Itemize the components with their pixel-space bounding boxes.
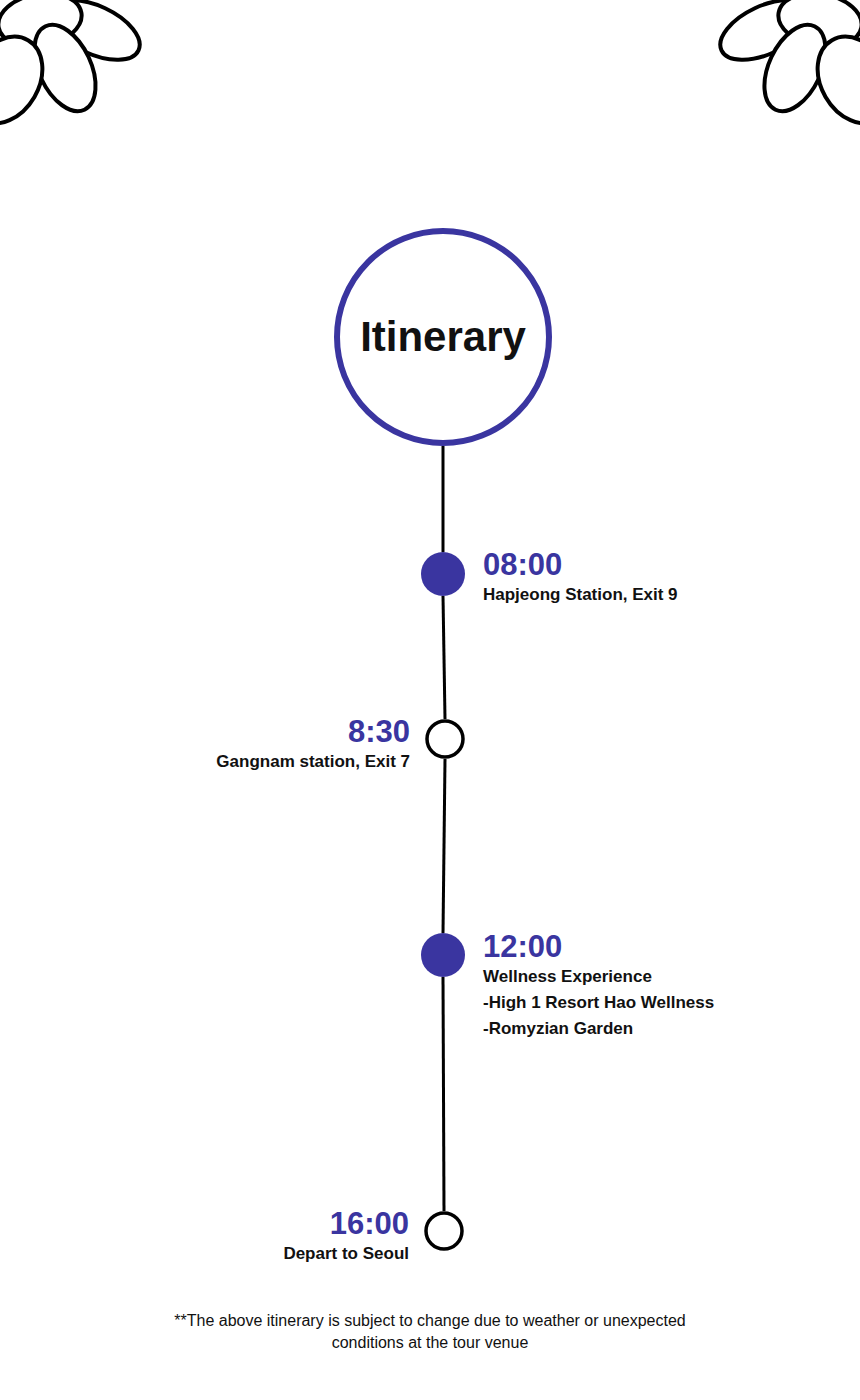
stop-description: Gangnam station, Exit 7 [216,749,410,775]
title-text: Itinerary [360,313,526,361]
time-label: 12:00 [483,930,714,964]
node-shape [424,1211,464,1251]
timeline-stop: 8:30Gangnam station, Exit 7 [425,719,465,759]
timeline-line [443,977,444,1211]
node-shape [421,552,465,596]
time-label: 8:30 [216,715,410,749]
stop-text: 08:00Hapjeong Station, Exit 9 [483,548,678,608]
timeline-line [443,596,445,719]
title-ring [337,231,549,443]
time-label: 16:00 [283,1207,409,1241]
stop-text: 8:30Gangnam station, Exit 7 [216,715,410,775]
stop-text: 12:00Wellness Experience-High 1 Resort H… [483,930,714,1042]
stop-description: -High 1 Resort Hao Wellness [483,990,714,1016]
node-shape [425,719,465,759]
open-dot [427,721,463,757]
filled-dot [421,552,465,596]
open-dot [426,1213,462,1249]
stop-description: Hapjeong Station, Exit 9 [483,582,678,608]
timeline-line [442,446,445,552]
timeline-stop: 16:00Depart to Seoul [424,1211,464,1251]
time-label: 08:00 [483,548,678,582]
timeline-stop: 08:00Hapjeong Station, Exit 9 [421,552,465,596]
stop-description: Depart to Seoul [283,1241,409,1267]
timeline-stop: 12:00Wellness Experience-High 1 Resort H… [421,933,465,977]
stop-description: Wellness Experience [483,964,714,990]
stop-description: -Romyzian Garden [483,1016,714,1042]
node-shape [421,933,465,977]
footnote: **The above itinerary is subject to chan… [140,1310,720,1354]
stop-text: 16:00Depart to Seoul [283,1207,409,1267]
title-circle: Itinerary [334,228,552,446]
stop-text: Itinerary [360,313,526,361]
timeline-line [443,759,445,933]
filled-dot [421,933,465,977]
